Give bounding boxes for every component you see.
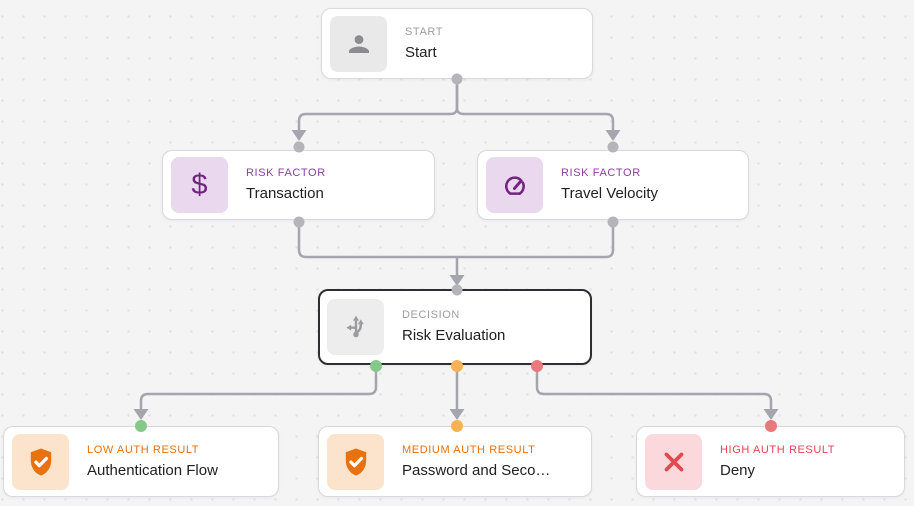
node-risk-evaluation[interactable]: DECISION Risk Evaluation bbox=[318, 289, 592, 365]
node-kicker: RISK FACTOR bbox=[561, 167, 641, 179]
node-title: Authentication Flow bbox=[87, 461, 218, 479]
edge-travel-velocity-risk-evaluation[interactable] bbox=[449, 221, 615, 286]
node-title: Password and Seco… bbox=[402, 461, 551, 479]
dollar-icon: $ bbox=[171, 157, 228, 213]
edge-start-transaction[interactable] bbox=[291, 79, 459, 141]
node-authentication-flow[interactable]: LOW AUTH RESULT Authentication Flow bbox=[3, 426, 279, 497]
node-title: Transaction bbox=[246, 185, 324, 202]
node-password-second-factor[interactable]: MEDIUM AUTH RESULT Password and Seco… bbox=[318, 426, 592, 497]
gauge-icon bbox=[486, 157, 543, 213]
node-kicker: MEDIUM AUTH RESULT bbox=[402, 443, 536, 456]
shield-check-icon bbox=[327, 433, 384, 490]
edge-risk-evaluation-medium[interactable] bbox=[449, 366, 465, 420]
node-kicker: DECISION bbox=[402, 309, 460, 321]
node-title: Deny bbox=[720, 461, 756, 479]
node-title: Risk Evaluation bbox=[402, 327, 506, 344]
node-travel-velocity[interactable]: RISK FACTOR Travel Velocity bbox=[477, 150, 749, 220]
edge-risk-evaluation-low[interactable] bbox=[133, 366, 378, 420]
node-kicker: START bbox=[405, 25, 444, 38]
node-title: Travel Velocity bbox=[561, 185, 658, 202]
branch-arrows-icon bbox=[327, 299, 384, 355]
edge-risk-evaluation-high[interactable] bbox=[535, 366, 779, 420]
node-transaction[interactable]: $ RISK FACTOR Transaction bbox=[162, 150, 435, 220]
person-icon bbox=[330, 15, 387, 72]
dollar-glyph: $ bbox=[191, 168, 208, 201]
shield-check-icon bbox=[12, 433, 69, 490]
node-kicker: LOW AUTH RESULT bbox=[87, 443, 200, 456]
node-title: Start bbox=[405, 43, 437, 61]
node-kicker: HIGH AUTH RESULT bbox=[720, 443, 836, 456]
edge-transaction-risk-evaluation[interactable] bbox=[297, 221, 457, 259]
x-icon bbox=[645, 433, 702, 490]
edge-start-travel-velocity[interactable] bbox=[455, 79, 621, 141]
node-deny[interactable]: HIGH AUTH RESULT Deny bbox=[636, 426, 905, 497]
node-start[interactable]: START Start bbox=[321, 8, 593, 79]
node-kicker: RISK FACTOR bbox=[246, 167, 326, 179]
